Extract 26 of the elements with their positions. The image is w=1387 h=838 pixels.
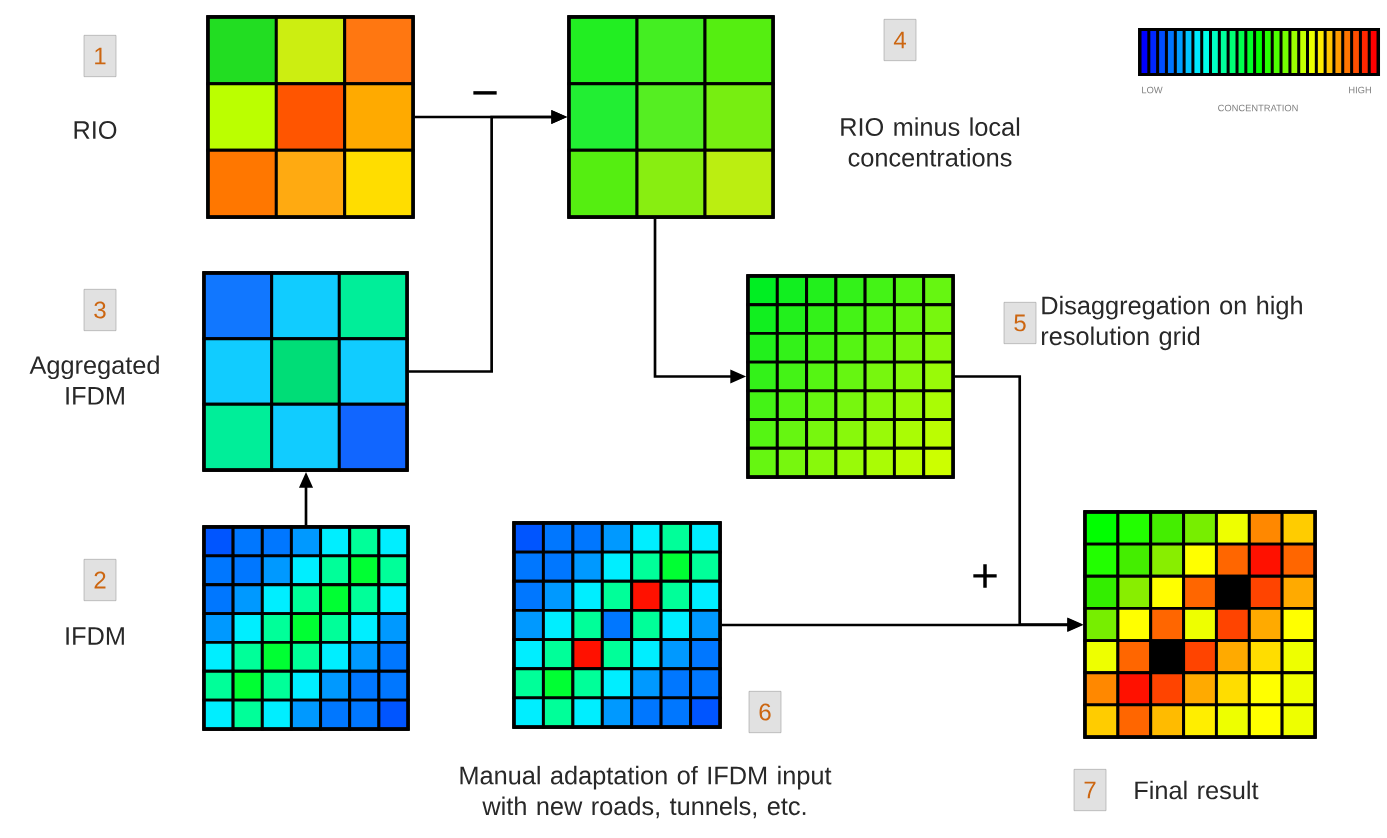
scale-label: CONCENTRATION bbox=[1218, 104, 1298, 112]
grid-caption: IFDM bbox=[66, 627, 124, 645]
step-number-badge: 3 bbox=[83, 289, 117, 331]
heatmap-grid bbox=[512, 521, 722, 729]
step-number-badge: 7 bbox=[1073, 769, 1107, 811]
grid-caption: Manual adaptation of IFDM input with new roads, tunnels, etc. bbox=[460, 765, 832, 819]
step-number-badge: 2 bbox=[83, 559, 117, 601]
grid-caption: Aggregated IFDM bbox=[29, 355, 159, 405]
step-number-badge: 4 bbox=[883, 19, 917, 61]
grid-caption: RIO bbox=[74, 121, 117, 139]
scale-label: LOW bbox=[1142, 86, 1163, 94]
heatmap-grid bbox=[746, 274, 955, 479]
heatmap-grid bbox=[202, 271, 409, 472]
heatmap-grid bbox=[1083, 510, 1317, 739]
step-number-badge: 1 bbox=[83, 35, 117, 77]
heatmap-grid bbox=[202, 525, 410, 731]
grid-caption: RIO minus local concentrations bbox=[841, 117, 1020, 167]
sign-label: − bbox=[473, 91, 497, 95]
step-number-badge: 6 bbox=[748, 691, 782, 733]
heatmap-grid bbox=[206, 15, 415, 219]
sign-label: + bbox=[973, 564, 997, 588]
scale-label: HIGH bbox=[1349, 86, 1371, 94]
grid-caption: Disaggregation on high resolution grid bbox=[1041, 295, 1302, 351]
heatmap-grid bbox=[567, 15, 775, 219]
step-number-badge: 5 bbox=[1003, 302, 1037, 344]
grid-caption: Final result bbox=[1135, 780, 1259, 800]
